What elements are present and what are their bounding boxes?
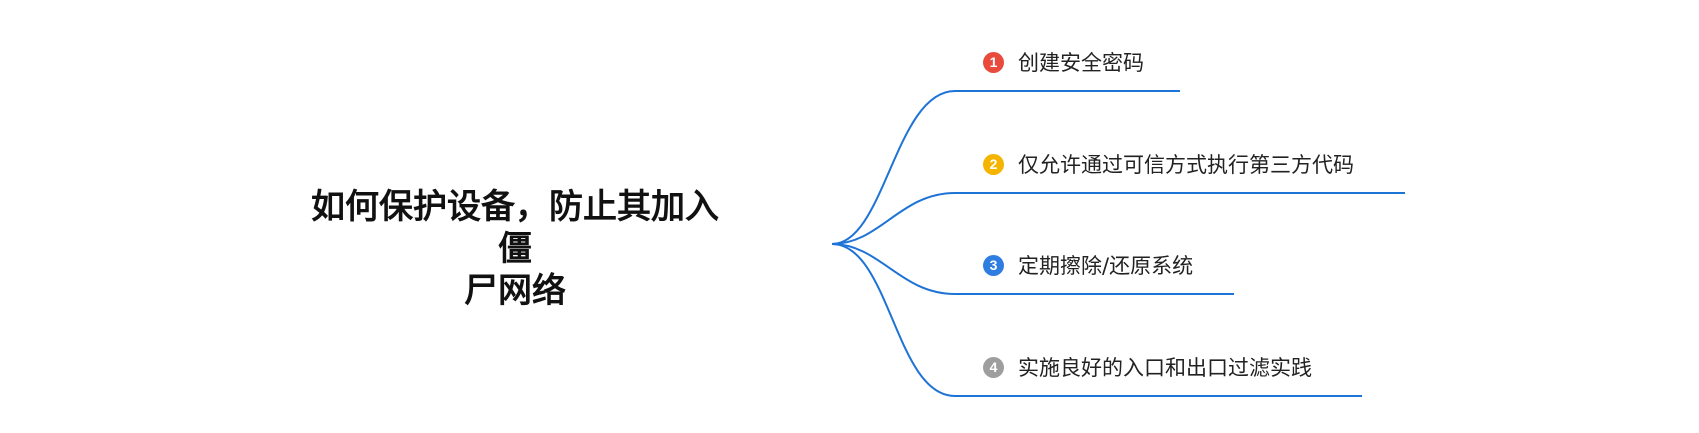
branch-topic-4: 4 实施良好的入口和出口过滤实践 xyxy=(983,352,1312,382)
connector-2 xyxy=(831,192,1405,245)
connector-4 xyxy=(831,243,1362,397)
number-badge-icon: 1 xyxy=(983,51,1004,73)
branch-label: 定期擦除/还原系统 xyxy=(1018,254,1194,278)
branch-label: 创建安全密码 xyxy=(1018,51,1144,75)
branch-label: 仅允许通过可信方式执行第三方代码 xyxy=(1018,153,1354,177)
root-topic: 如何保护设备，防止其加入僵 尸网络 xyxy=(300,186,730,312)
number-badge-icon: 3 xyxy=(983,254,1004,276)
branch-topic-3: 3 定期擦除/还原系统 xyxy=(983,250,1193,280)
root-title-line-2: 尸网络 xyxy=(464,271,566,311)
branch-topic-2: 2 仅允许通过可信方式执行第三方代码 xyxy=(983,149,1354,179)
root-title-line-1: 如何保护设备，防止其加入僵 xyxy=(311,187,719,269)
connector-1 xyxy=(831,90,1180,245)
number-badge-icon: 2 xyxy=(983,153,1004,175)
branch-topic-1: 1 创建安全密码 xyxy=(983,47,1144,77)
branch-label: 实施良好的入口和出口过滤实践 xyxy=(1018,356,1312,380)
connector-3 xyxy=(831,243,1234,295)
number-badge-icon: 4 xyxy=(983,356,1004,378)
